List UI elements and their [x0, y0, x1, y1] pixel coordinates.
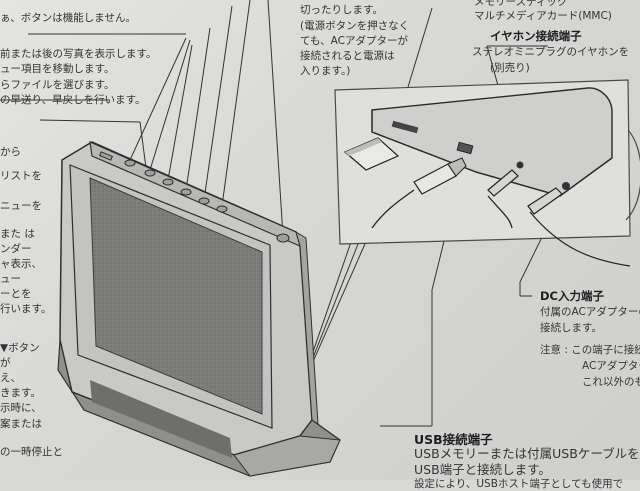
power-note-5: 入ります。) — [300, 65, 351, 77]
top-buttons — [99, 151, 290, 243]
left-text-6: から — [0, 146, 21, 158]
left-text-16: が — [0, 357, 11, 369]
dc-desc-2: 接続します。 — [540, 322, 602, 334]
left-text-20: 案または — [0, 418, 42, 430]
left-text-4: らファイルを選びます。 — [0, 79, 115, 91]
power-note-3: ても、ACアダプターが — [300, 35, 408, 47]
left-text-3: ュー項目を移動します。 — [0, 63, 115, 75]
left-text-14: 行います。 — [0, 303, 52, 315]
left-text-10: ンダー — [0, 243, 32, 255]
dc-title: DC入力端子 — [540, 289, 604, 303]
earphone-title: イヤホン接続端子 — [490, 29, 582, 43]
rear-panel-callout — [334, 79, 640, 267]
left-text-12: ュー — [0, 273, 21, 285]
left-text-21: の一時停止と — [0, 446, 63, 458]
power-note-2: (電源ボタンを押さなく — [300, 20, 410, 32]
left-text-19: 示時に、 — [0, 402, 42, 414]
left-text-17: え、 — [0, 372, 21, 384]
left-text-2: 前または後の写真を表示します。 — [0, 48, 157, 60]
card-note-2: マルチメディアカード(MMC) — [474, 10, 612, 22]
usb-desc-1: USBメモリーまたは付属USBケーブルを — [414, 446, 640, 461]
left-text-9: また は — [0, 228, 35, 240]
dc-note-3: これ以外のも — [582, 376, 640, 388]
left-text-18: きます。 — [0, 387, 41, 399]
card-note-1: メモリースティック — [474, 0, 568, 8]
power-note-1: 切ったりします。 — [300, 4, 383, 16]
usb-desc-2: USB端子と接続します。 — [414, 462, 551, 477]
dc-desc-1: 付属のACアダプターの — [540, 306, 640, 318]
usb-title: USB接続端子 — [414, 432, 493, 447]
left-text-8: ニューを — [0, 200, 42, 212]
earphone-note: (別売り) — [490, 62, 530, 74]
left-text-1: ぁ、ボタンは機能しません。 — [0, 12, 136, 24]
left-text-11: ャ表示、 — [0, 258, 42, 270]
dc-note-2: ACアダプター — [582, 360, 640, 372]
left-text-5: の早送り、早戻しを行います。 — [0, 94, 146, 106]
left-text-7: リストを — [0, 170, 42, 182]
device-illustration — [0, 0, 640, 477]
left-text-15: ▼ボタン — [0, 342, 40, 354]
left-text-13: ーとを — [0, 288, 32, 300]
monitor-body — [57, 141, 341, 477]
earphone-desc: ステレオミニプラグのイヤホンを — [472, 46, 630, 58]
power-note-4: 接続されると電源は — [300, 50, 395, 62]
dc-note-1: 注意 : この端子に接続 — [540, 344, 640, 356]
